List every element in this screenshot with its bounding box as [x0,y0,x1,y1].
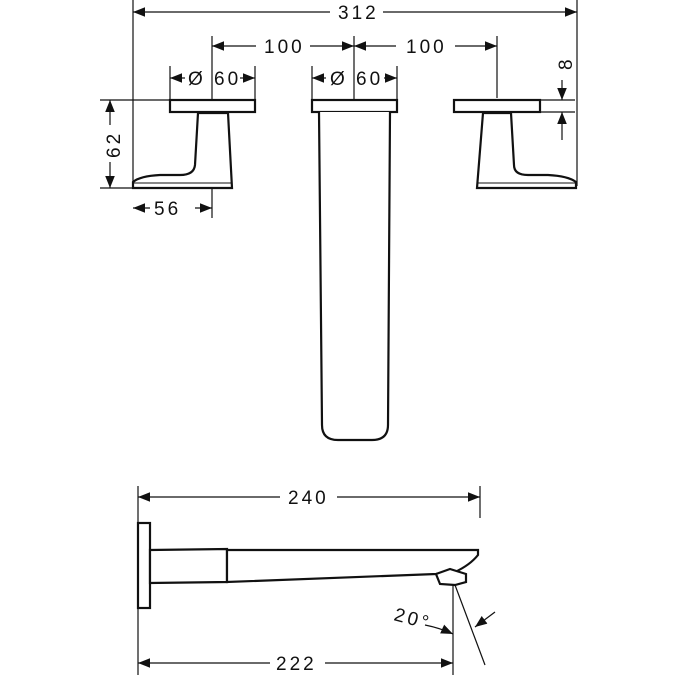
handle-depth-label: 56 [154,199,181,220]
overall-width-label: 312 [338,3,379,24]
outlet-angle-label: 20° [392,605,434,635]
left-spacing-label: 100 [264,37,305,58]
spout-diameter-label: Ø 60 [330,69,383,90]
outlet-projection-label: 222 [276,654,317,675]
right-spacing-label: 100 [406,37,447,58]
handle-diameter-label: Ø 60 [188,69,241,90]
plate-thickness-label: 8 [556,56,577,70]
spout-length-label: 240 [288,488,329,509]
handle-height-label: 62 [104,131,125,158]
